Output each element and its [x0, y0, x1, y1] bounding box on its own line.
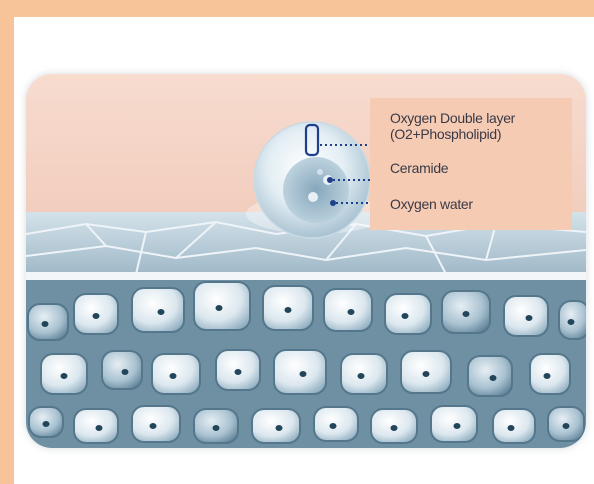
cell-nucleus	[61, 373, 68, 379]
cell-nucleus	[526, 315, 533, 321]
epidermis-cell	[152, 354, 200, 394]
cell-nucleus	[330, 423, 337, 429]
epidermis-cell	[74, 409, 118, 443]
cell-nucleus	[544, 373, 551, 379]
cell-nucleus	[358, 373, 365, 379]
label-oxygen-double-layer-sub: (O2+Phospholipid)	[390, 126, 501, 142]
cell-nucleus	[348, 309, 355, 315]
label-oxygen-double-layer: Oxygen Double layer	[390, 110, 515, 126]
cell-nucleus	[463, 311, 470, 317]
cell-nucleus	[213, 425, 220, 431]
cell-nucleus	[402, 313, 409, 319]
cell-nucleus	[508, 425, 515, 431]
cell-nucleus	[170, 373, 177, 379]
cell-nucleus	[216, 305, 223, 311]
cell-nucleus	[423, 371, 430, 377]
epidermis-cell	[194, 282, 250, 330]
cell-nucleus	[300, 371, 307, 377]
epidermis-cell	[431, 406, 477, 442]
left-border	[0, 17, 14, 484]
cell-nucleus	[490, 375, 497, 381]
cell-nucleus	[568, 319, 575, 325]
cell-nucleus	[235, 369, 242, 375]
epidermis-cell	[493, 409, 535, 443]
cell-nucleus	[122, 369, 129, 375]
epidermis-cell	[314, 407, 358, 441]
cell-nucleus	[454, 423, 461, 429]
epidermis-cell	[385, 294, 431, 334]
cell-nucleus	[285, 307, 292, 313]
epidermis-cell	[132, 406, 180, 442]
label-oxygen-water: Oxygen water	[390, 196, 473, 212]
cell-nucleus	[276, 425, 283, 431]
cell-nucleus	[96, 425, 103, 431]
cell-nucleus	[150, 423, 157, 429]
epidermis-cell	[504, 296, 548, 336]
label-ceramide: Ceramide	[390, 160, 448, 176]
cell-nucleus	[43, 421, 50, 427]
epidermis-cell	[341, 354, 387, 394]
cell-nucleus	[42, 321, 49, 327]
epidermis-cell	[132, 288, 184, 332]
skin-diagram-card: Oxygen Double layer (O2+Phospholipid) Ce…	[26, 74, 586, 448]
epidermis-cell	[324, 289, 372, 331]
cell-nucleus	[93, 313, 100, 319]
label-panel: Oxygen Double layer (O2+Phospholipid) Ce…	[370, 98, 572, 230]
epidermis-cell	[28, 304, 68, 340]
top-border	[0, 0, 594, 17]
epidermis-cell	[530, 354, 570, 394]
epidermis-cell	[468, 356, 512, 396]
epidermis-cell	[274, 350, 326, 394]
cell-nucleus	[391, 425, 398, 431]
epidermis-cell	[102, 351, 142, 389]
cell-nucleus	[563, 423, 570, 429]
epidermis-cell	[252, 409, 300, 443]
cell-nucleus	[158, 309, 165, 315]
